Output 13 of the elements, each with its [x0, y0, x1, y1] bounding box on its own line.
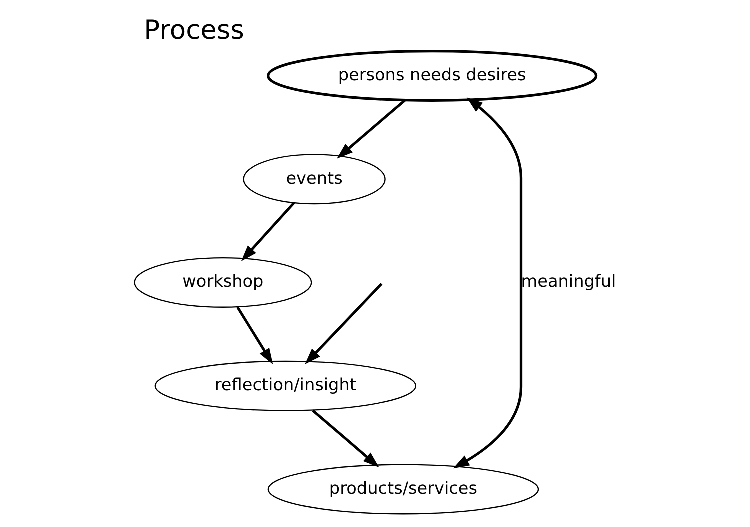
arrow: [336, 100, 406, 159]
arrow: [304, 283, 382, 365]
node-ellipse: persons needs desires: [266, 50, 598, 102]
arrow: [452, 98, 522, 469]
node-ellipse: workshop: [134, 257, 312, 308]
arrow: [240, 202, 295, 262]
arrow: [236, 306, 273, 365]
arrow: [312, 410, 379, 468]
node-ellipse: products/services: [267, 464, 539, 515]
node-ellipse: reflection/insight: [154, 360, 416, 412]
node-ellipse: events: [242, 154, 386, 205]
diagram-title: Process: [144, 14, 244, 46]
edge-label: meaningful: [520, 271, 616, 292]
